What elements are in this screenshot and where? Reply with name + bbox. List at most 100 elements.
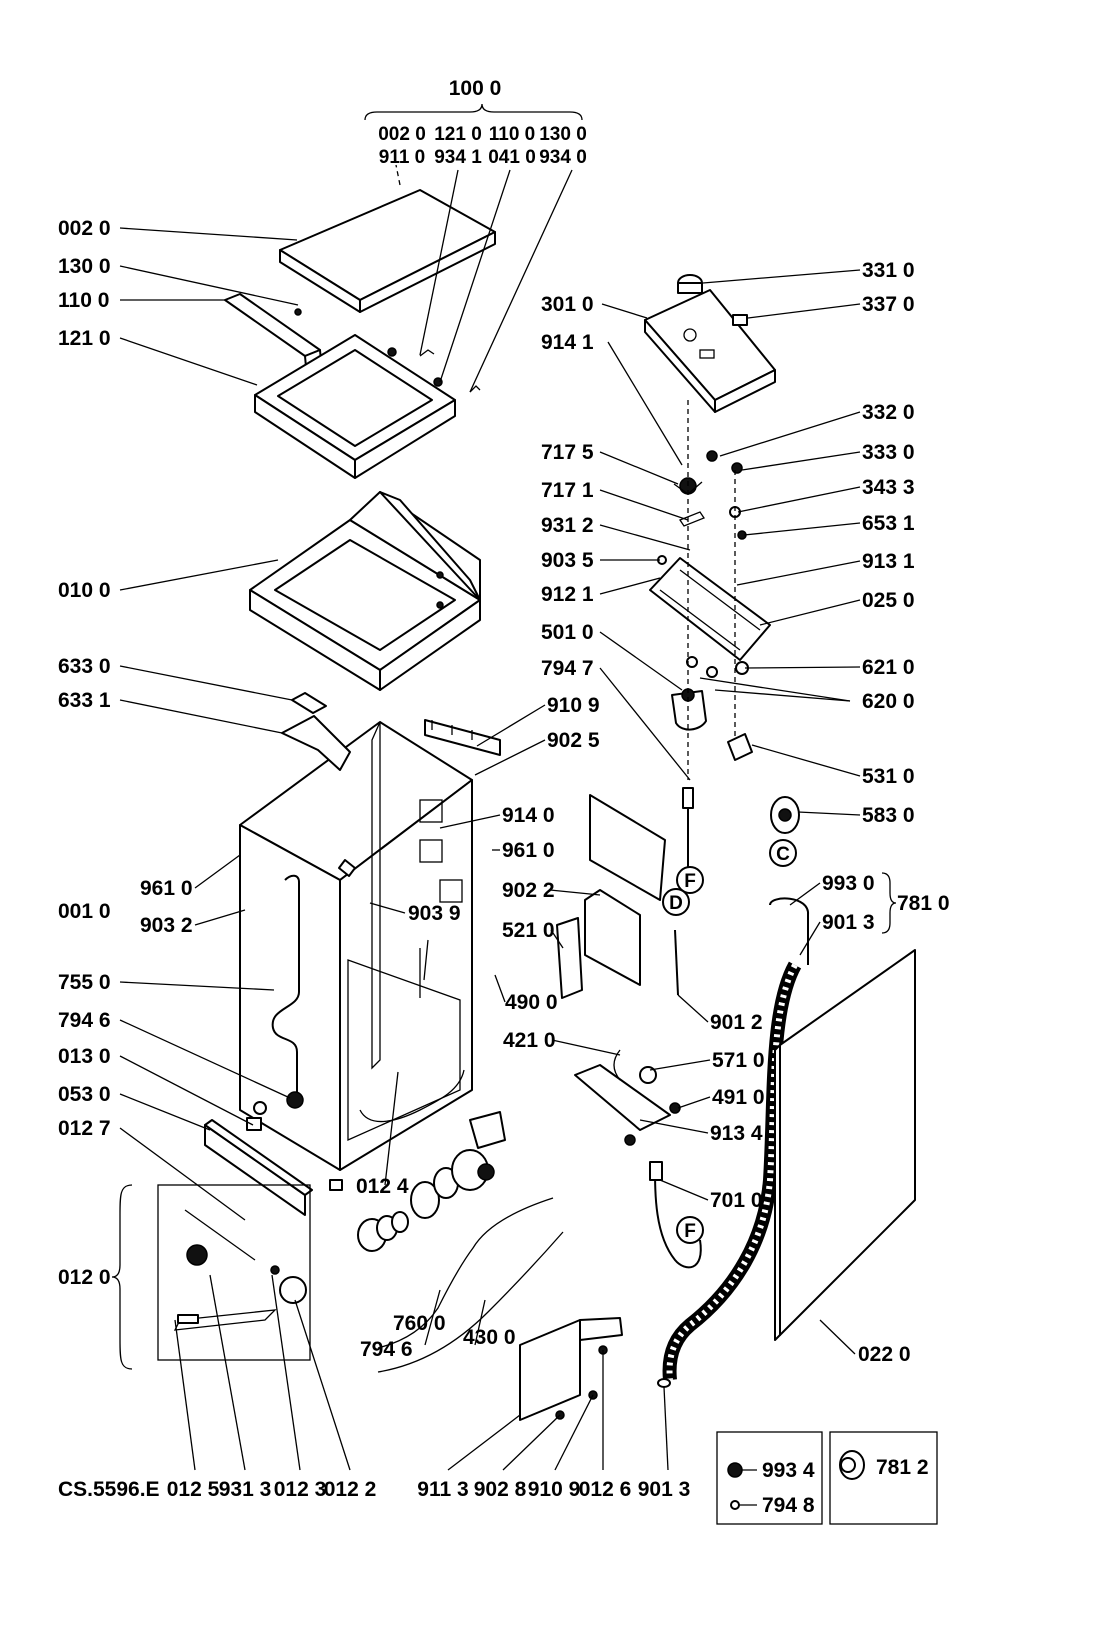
label-911-0: 911 0 [379, 147, 426, 168]
label-961-0-left: 961 0 [140, 877, 193, 900]
circle-marker-f-1-label: F [684, 871, 696, 892]
label-012-6: 012 6 [579, 1478, 632, 1501]
label-110-0: 110 0 [58, 289, 109, 312]
label-001-0: 001 0 [58, 900, 111, 923]
label-110-0-top: 110 0 [489, 124, 536, 145]
circle-marker-c-label: C [776, 844, 790, 865]
label-902-2: 902 2 [502, 879, 555, 902]
label-121-0: 121 0 [58, 327, 111, 350]
label-012-5: 012 5 [167, 1478, 220, 1501]
label-430-0: 430 0 [463, 1326, 516, 1349]
label-910-9-mid: 910 9 [547, 694, 600, 717]
label-002-0-top: 002 0 [378, 124, 426, 145]
label-012-2: 012 2 [324, 1478, 377, 1501]
valve-part [686, 656, 800, 834]
label-781-0: 781 0 [897, 892, 950, 915]
label-012-4: 012 4 [356, 1175, 409, 1198]
lid-frame-part [254, 308, 481, 479]
worktop-cover-part [279, 189, 496, 313]
label-620-0: 620 0 [862, 690, 915, 713]
label-012-0: 012 0 [58, 1266, 111, 1289]
label-633-1: 633 1 [58, 689, 111, 712]
front-kick-plate-part [204, 1119, 313, 1216]
circle-marker-f-1: F [676, 866, 704, 894]
label-993-4: 993 4 [762, 1459, 815, 1482]
label-794-7: 794 7 [541, 657, 594, 680]
label-653-1: 653 1 [862, 512, 915, 535]
pump-seals-part [357, 1111, 506, 1252]
circle-marker-d-label: D [669, 893, 683, 914]
rear-panel-part [589, 794, 666, 901]
foot-part [329, 1179, 343, 1191]
label-130-0: 130 0 [58, 255, 111, 278]
label-002-0: 002 0 [58, 217, 111, 240]
label-931-2: 931 2 [541, 514, 594, 537]
label-333-0: 333 0 [862, 441, 915, 464]
label-583-0: 583 0 [862, 804, 915, 827]
label-903-2: 903 2 [140, 914, 193, 937]
circle-marker-f-2-label: F [684, 1221, 696, 1242]
label-903-9: 903 9 [408, 902, 461, 925]
label-934-0: 934 0 [539, 147, 587, 168]
circle-marker-f-2: F [676, 1216, 704, 1244]
label-781-2: 781 2 [876, 1456, 929, 1479]
motor-part [671, 688, 707, 731]
circle-marker-d: D [662, 888, 690, 916]
knob-part [677, 274, 703, 294]
label-760-0: 760 0 [393, 1312, 446, 1335]
label-331-0: 331 0 [862, 259, 915, 282]
electronic-board-part [574, 1049, 681, 1146]
label-911-3: 911 3 [417, 1478, 468, 1501]
hose-end-part [657, 1378, 671, 1388]
inlet-hose-part [674, 787, 694, 996]
label-130-0-top: 130 0 [539, 124, 587, 145]
side-panel-part [774, 949, 916, 1341]
label-717-5: 717 5 [541, 441, 594, 464]
label-012-3: 012 3 [274, 1478, 327, 1501]
accessory-box-left [716, 1431, 823, 1525]
label-633-0: 633 0 [58, 655, 111, 678]
heater-element-part [649, 1161, 702, 1269]
label-913-4: 913 4 [710, 1122, 763, 1145]
label-571-0: 571 0 [712, 1049, 765, 1072]
button-part [732, 314, 748, 326]
label-013-0: 013 0 [58, 1045, 111, 1068]
label-717-1: 717 1 [541, 479, 594, 502]
label-794-6-bottom: 794 6 [360, 1338, 413, 1361]
tub-top-tray-part [249, 491, 481, 691]
label-621-0: 621 0 [862, 656, 915, 679]
label-794-6-left: 794 6 [58, 1009, 111, 1032]
control-panel-part [644, 289, 776, 413]
label-931-3: 931 3 [219, 1478, 272, 1501]
label-993-0: 993 0 [822, 872, 875, 895]
leader-lines [111, 103, 897, 1506]
label-910-9-bottom: 910 9 [528, 1478, 581, 1501]
drawing-code: CS.5596.E [58, 1478, 160, 1501]
label-961-0-mid: 961 0 [502, 839, 555, 862]
label-901-2: 901 2 [710, 1011, 763, 1034]
label-794-8: 794 8 [762, 1494, 815, 1517]
label-421-0: 421 0 [503, 1029, 556, 1052]
small-foot-part [246, 1117, 262, 1131]
label-025-0: 025 0 [862, 589, 915, 612]
label-491-0: 491 0 [712, 1086, 765, 1109]
label-012-7: 012 7 [58, 1117, 111, 1140]
heater-bracket-part [556, 889, 641, 999]
label-022-0: 022 0 [858, 1343, 911, 1366]
dashed-assembly-line-3 [395, 164, 401, 186]
timer-bracket-part [649, 450, 771, 661]
label-053-0: 053 0 [58, 1083, 111, 1106]
label-934-1: 934 1 [434, 147, 482, 168]
label-521-0: 521 0 [502, 919, 555, 942]
label-010-0: 010 0 [58, 579, 111, 602]
switch-bracket-part [281, 692, 351, 771]
label-041-0: 041 0 [488, 147, 536, 168]
label-501-0: 501 0 [541, 621, 594, 644]
label-914-0: 914 0 [502, 804, 555, 827]
label-100-0: 100 0 [449, 77, 502, 100]
accessory-box-right [829, 1431, 938, 1525]
label-912-1: 912 1 [541, 583, 594, 606]
label-343-3: 343 3 [862, 476, 915, 499]
door-detail-box [157, 1184, 311, 1361]
label-301-0: 301 0 [541, 293, 594, 316]
